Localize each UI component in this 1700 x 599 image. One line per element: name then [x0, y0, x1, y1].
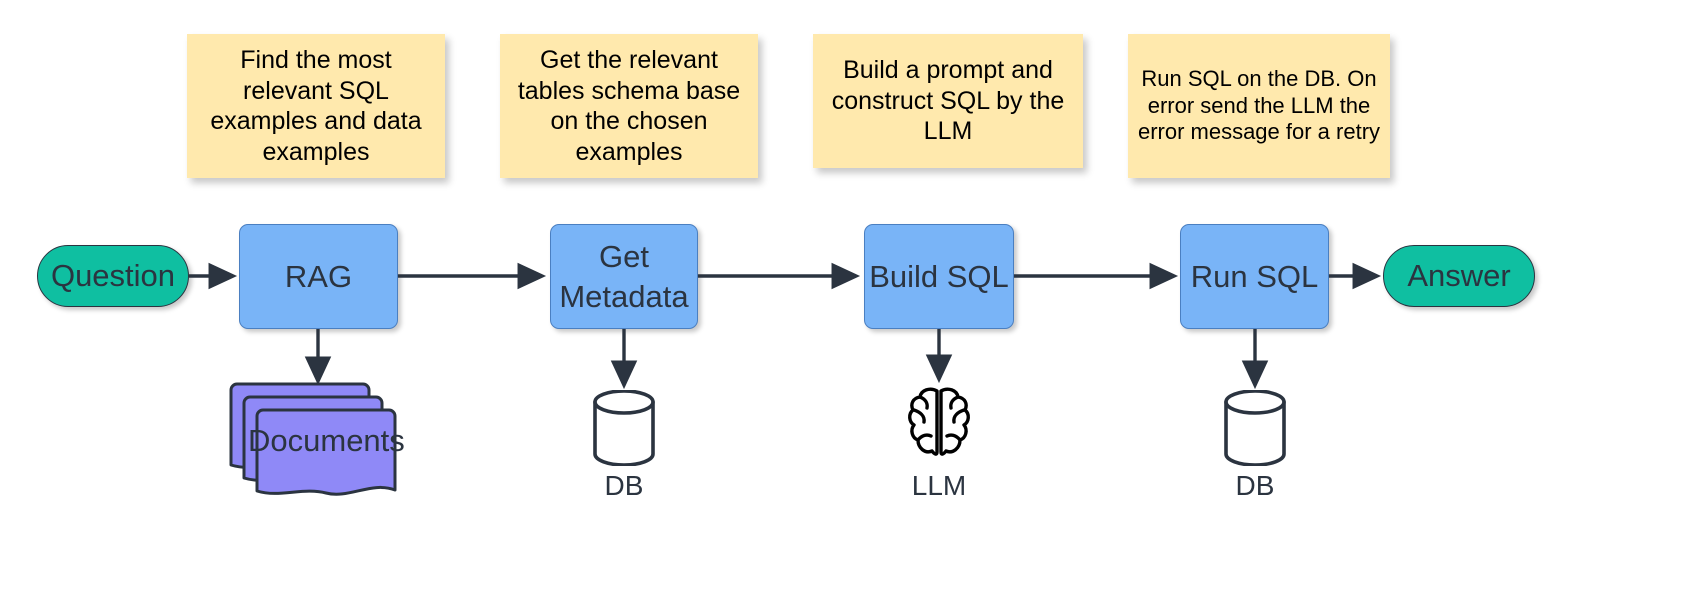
flow-node-get-metadata-label: Get Metadata — [559, 238, 689, 314]
flow-node-question-label: Question — [50, 258, 176, 293]
database-cylinder-icon[interactable] — [1223, 389, 1287, 467]
documents-stack-icon[interactable] — [228, 380, 406, 502]
flow-node-build-sql[interactable]: Build SQL — [864, 224, 1014, 329]
brain-icon[interactable] — [905, 383, 973, 463]
sticky-note-build-sql-text: Build a prompt and construct SQL by the … — [831, 56, 1065, 146]
sticky-note-run-sql: Run SQL on the DB. On error send the LLM… — [1128, 34, 1390, 178]
sticky-note-run-sql-text: Run SQL on the DB. On error send the LLM… — [1137, 65, 1381, 145]
sticky-note-rag: Find the most relevant SQL examples and … — [187, 34, 445, 178]
arrow-build-sql-to-llm — [925, 329, 953, 384]
flow-node-rag-label: RAG — [284, 258, 353, 294]
flow-node-run-sql[interactable]: Run SQL — [1180, 224, 1329, 329]
flow-node-build-sql-label: Build SQL — [869, 258, 1009, 294]
arrow-question-to-rag — [189, 262, 238, 290]
arrow-get-metadata-to-db — [610, 329, 638, 390]
documents-label: Documents — [248, 423, 405, 458]
llm-label: LLM — [911, 470, 967, 501]
db-1-label: DB — [604, 470, 644, 501]
arrow-get-metadata-to-build-sql — [698, 262, 861, 290]
flow-node-answer-label: Answer — [1407, 258, 1511, 293]
sticky-note-rag-text: Find the most relevant SQL examples and … — [210, 46, 422, 166]
arrow-run-sql-to-answer — [1329, 262, 1382, 290]
database-cylinder-icon[interactable] — [592, 389, 656, 467]
arrow-rag-to-documents — [304, 329, 332, 386]
flow-node-answer[interactable]: Answer — [1383, 245, 1535, 307]
sticky-note-build-sql: Build a prompt and construct SQL by the … — [813, 34, 1083, 168]
arrow-rag-to-get-metadata — [398, 262, 547, 290]
db-2-label: DB — [1235, 470, 1275, 501]
flow-node-question[interactable]: Question — [37, 245, 189, 307]
sticky-note-metadata: Get the relevant tables schema base on t… — [500, 34, 758, 178]
flow-node-run-sql-label: Run SQL — [1190, 258, 1319, 294]
flow-node-get-metadata[interactable]: Get Metadata — [550, 224, 698, 329]
arrow-build-sql-to-run-sql — [1014, 262, 1179, 290]
flow-node-rag[interactable]: RAG — [239, 224, 398, 329]
sticky-note-metadata-text: Get the relevant tables schema base on t… — [517, 46, 741, 166]
arrow-run-sql-to-db — [1241, 329, 1269, 390]
